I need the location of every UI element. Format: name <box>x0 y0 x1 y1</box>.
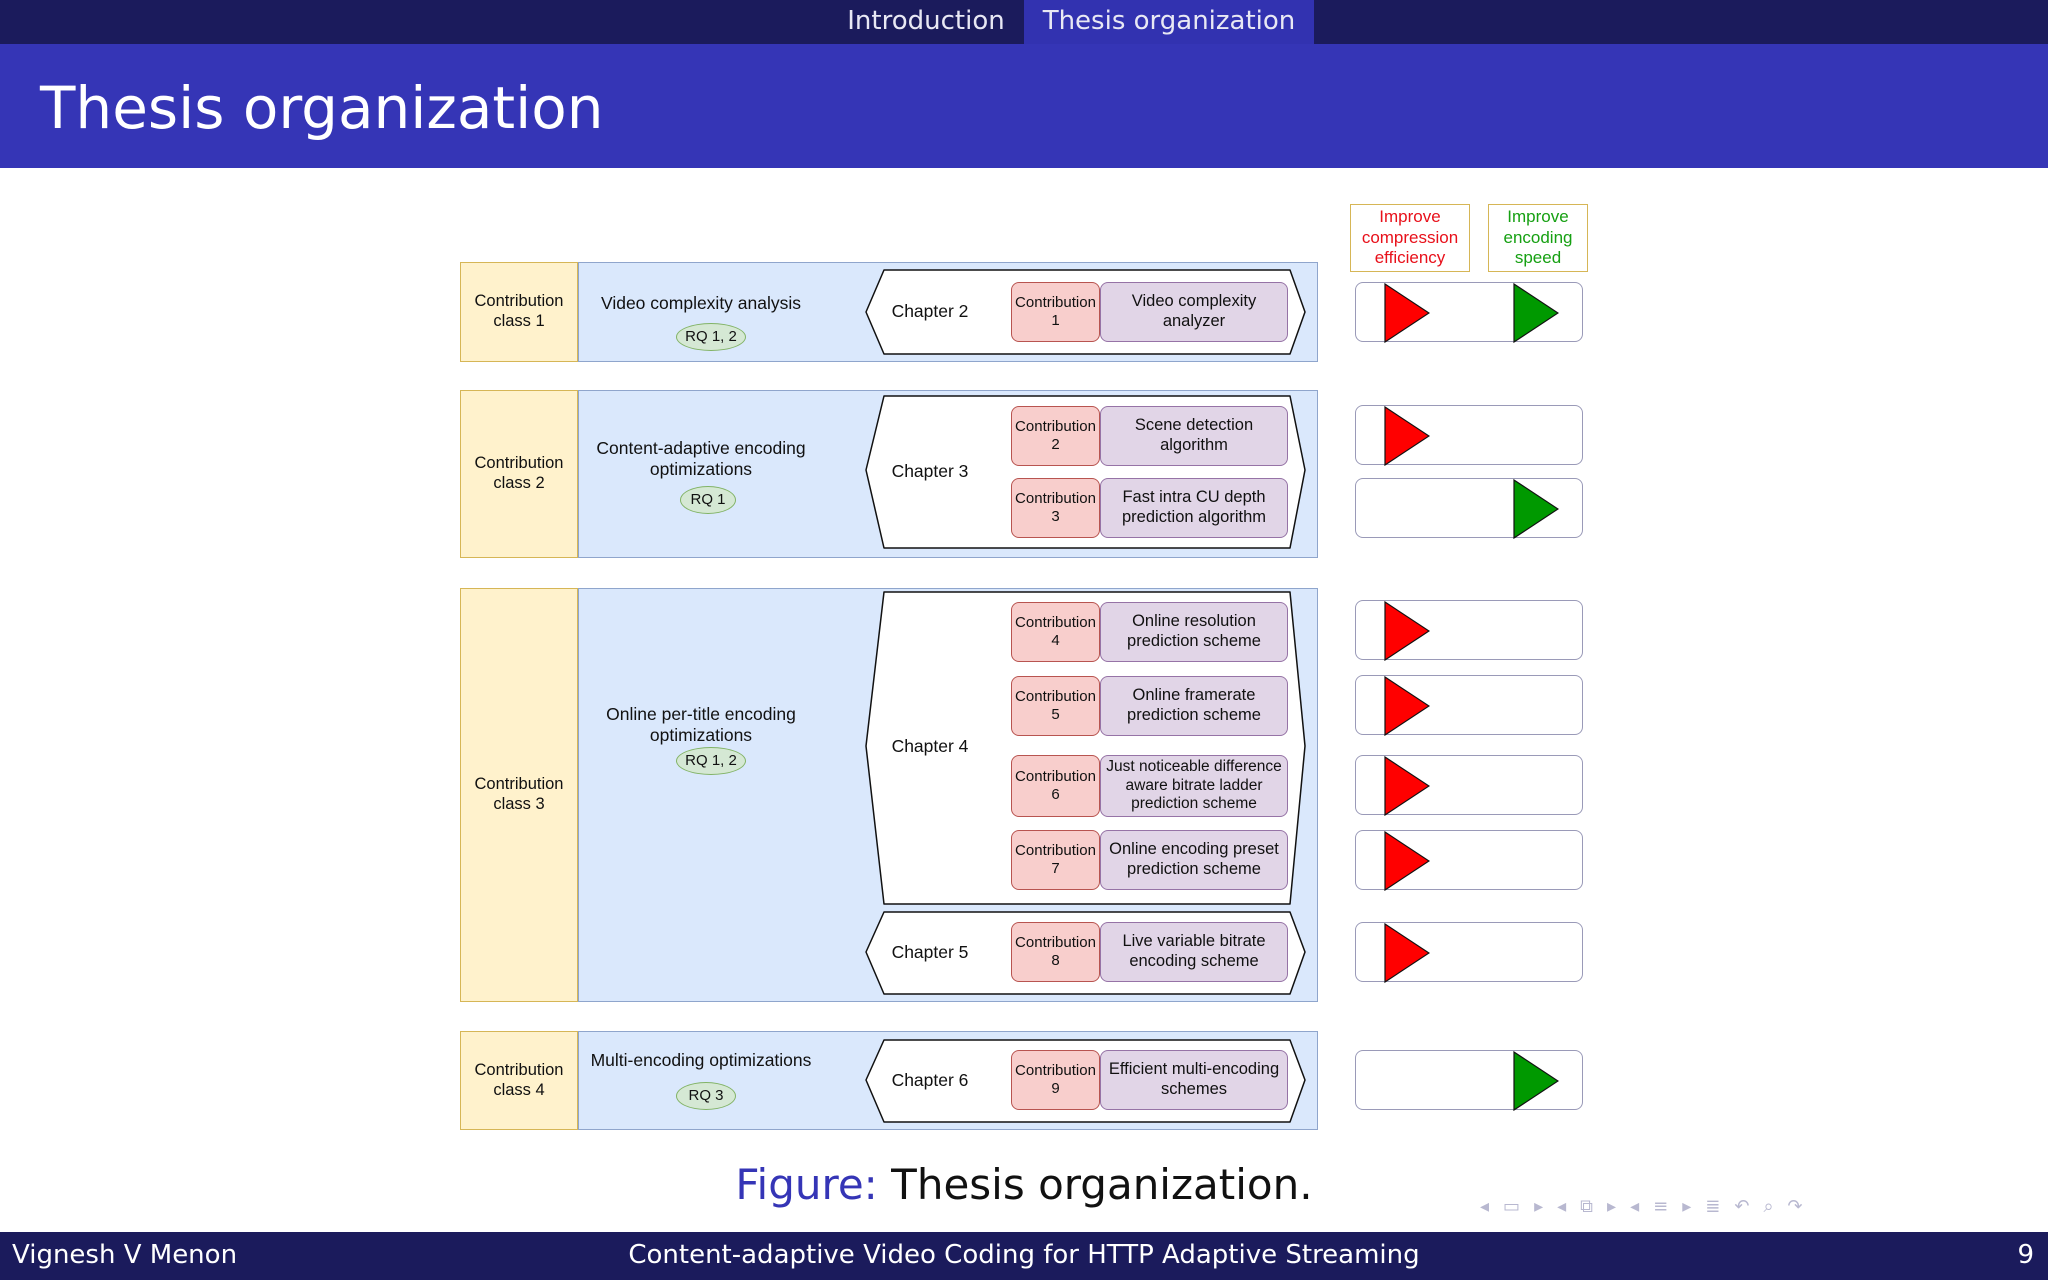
class-1-rq-badge: RQ 1, 2 <box>676 323 746 351</box>
chapter-4-label: Chapter 4 <box>891 735 969 756</box>
nav-section-introduction[interactable]: Introduction <box>847 6 1005 36</box>
contribution-2-badge: Contribution 2 <box>1011 406 1100 466</box>
compression-marker-icon <box>1384 676 1430 736</box>
subsection-icon[interactable]: ⧉ <box>1580 1196 1594 1217</box>
compression-marker-icon <box>1384 601 1430 661</box>
subsection-prev-icon[interactable]: ◂ <box>1557 1196 1567 1217</box>
contribution-class-3: Contribution class 3 <box>460 588 578 1002</box>
contribution-class-2: Contribution class 2 <box>460 390 578 558</box>
chapter-6-label: Chapter 6 <box>891 1069 969 1090</box>
contribution-7-title: Online encoding preset prediction scheme <box>1100 830 1288 890</box>
contribution-4-badge: Contribution 4 <box>1011 602 1100 662</box>
speed-marker-icon <box>1513 283 1559 343</box>
goal-speed-label: Improve encoding speed <box>1488 204 1588 272</box>
section-next-icon[interactable]: ▸ <box>1682 1196 1692 1217</box>
class-4-rq-badge: RQ 3 <box>676 1082 736 1110</box>
title-bar: Thesis organization <box>0 44 2048 168</box>
contribution-2-goal-row <box>1355 405 1583 466</box>
contribution-3-badge: Contribution 3 <box>1011 478 1100 538</box>
contribution-4-goal-row <box>1355 600 1583 661</box>
class-1-description: Video complexity analysis <box>600 292 802 313</box>
section-prev-icon[interactable]: ◂ <box>1630 1196 1640 1217</box>
footer-bar: Vignesh V Menon Content-adaptive Video C… <box>0 1232 2048 1280</box>
beamer-navigation-controls: ◂ ▭ ▸ ◂ ⧉ ▸ ◂ ≡ ▸ ≣ ↶ ⌕ ↷ <box>1480 1196 1803 1220</box>
compression-marker-icon <box>1384 923 1430 983</box>
contribution-5-badge: Contribution 5 <box>1011 676 1100 736</box>
compression-marker-icon <box>1384 756 1430 816</box>
contribution-7-goal-row <box>1355 830 1583 891</box>
speed-marker-icon <box>1513 1051 1559 1111</box>
contribution-class-1: Contribution class 1 <box>460 262 578 362</box>
contribution-6-title: Just noticeable difference aware bitrate… <box>1100 755 1288 817</box>
contribution-3-goal-row <box>1355 478 1583 539</box>
contribution-5-goal-row <box>1355 675 1583 736</box>
speed-marker-icon <box>1513 479 1559 539</box>
contribution-6-goal-row <box>1355 755 1583 816</box>
figure-caption: Figure: Thesis organization. <box>0 1160 2048 1209</box>
search-icon[interactable]: ⌕ <box>1763 1196 1774 1217</box>
class-4-description: Multi-encoding optimizations <box>590 1049 812 1070</box>
chapter-5-label: Chapter 5 <box>891 941 969 962</box>
figure-caption-text: Thesis organization. <box>891 1160 1313 1209</box>
forward-icon[interactable]: ↷ <box>1787 1196 1803 1217</box>
subsection-next-icon[interactable]: ▸ <box>1607 1196 1617 1217</box>
contribution-9-goal-row <box>1355 1050 1583 1111</box>
nav-section-thesis-organization[interactable]: Thesis organization <box>1024 0 1314 44</box>
chapter-2-label: Chapter 2 <box>891 300 969 321</box>
footer-author: Vignesh V Menon <box>12 1240 238 1270</box>
contribution-5-title: Online framerate prediction scheme <box>1100 676 1288 736</box>
contribution-6-badge: Contribution 6 <box>1011 755 1100 817</box>
section-navigation: Introduction Thesis organization <box>0 0 2048 44</box>
contribution-3-title: Fast intra CU depth prediction algorithm <box>1100 478 1288 538</box>
chapter-3-label: Chapter 3 <box>891 460 969 481</box>
class-2-description: Content-adaptive encoding optimizations <box>596 438 806 479</box>
contribution-8-title: Live variable bitrate encoding scheme <box>1100 922 1288 982</box>
contribution-class-4: Contribution class 4 <box>460 1031 578 1130</box>
class-3-rq-badge: RQ 1, 2 <box>676 747 746 775</box>
footer-talk-title: Content-adaptive Video Coding for HTTP A… <box>628 1240 1420 1270</box>
back-icon[interactable]: ↶ <box>1734 1196 1750 1217</box>
class-2-rq-badge: RQ 1 <box>680 486 736 514</box>
contribution-8-goal-row <box>1355 922 1583 983</box>
contribution-9-title: Efficient multi-encoding schemes <box>1100 1050 1288 1110</box>
compression-marker-icon <box>1384 406 1430 466</box>
frame-next-icon[interactable]: ▸ <box>1534 1196 1544 1217</box>
document-icon[interactable]: ≣ <box>1705 1196 1721 1217</box>
frame-icon[interactable]: ▭ <box>1503 1196 1521 1217</box>
slide-title: Thesis organization <box>40 74 604 142</box>
contribution-1-goal-row <box>1355 282 1583 343</box>
contribution-9-badge: Contribution 9 <box>1011 1050 1100 1110</box>
contribution-2-title: Scene detection algorithm <box>1100 406 1288 466</box>
contribution-7-badge: Contribution 7 <box>1011 830 1100 890</box>
contribution-4-title: Online resolution prediction scheme <box>1100 602 1288 662</box>
contribution-1-badge: Contribution 1 <box>1011 282 1100 342</box>
figure-caption-prefix: Figure: <box>735 1160 878 1209</box>
contribution-8-badge: Contribution 8 <box>1011 922 1100 982</box>
compression-marker-icon <box>1384 283 1430 343</box>
section-icon[interactable]: ≡ <box>1653 1196 1669 1217</box>
class-3-description: Online per-title encoding optimizations <box>606 704 796 745</box>
footer-page-number: 9 <box>2017 1240 2034 1270</box>
contribution-1-title: Video complexity analyzer <box>1100 282 1288 342</box>
compression-marker-icon <box>1384 831 1430 891</box>
goal-compression-label: Improve compression efficiency <box>1350 204 1470 272</box>
frame-prev-icon[interactable]: ◂ <box>1480 1196 1490 1217</box>
